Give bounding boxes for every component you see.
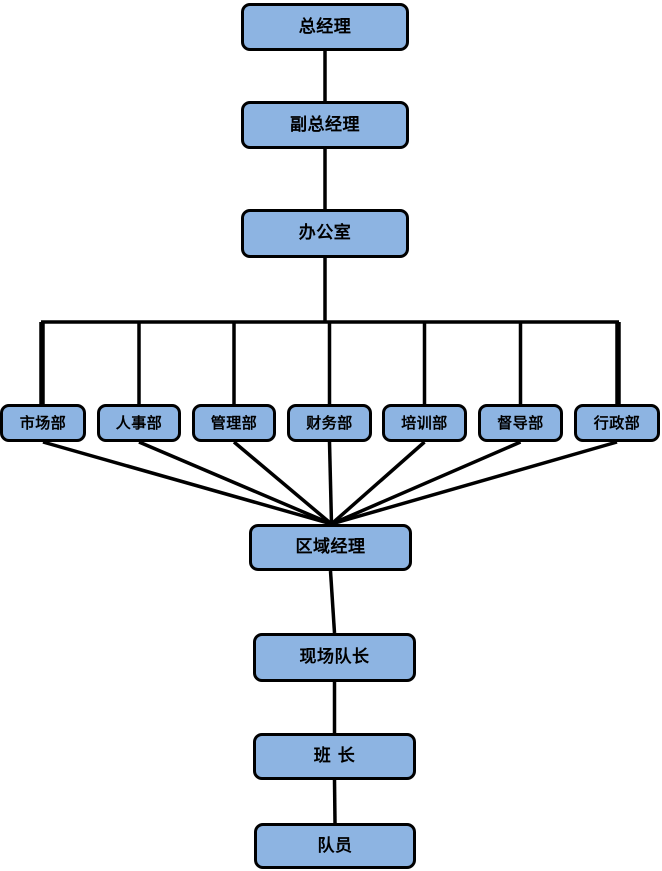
- node-site-captain[interactable]: 现场队长: [253, 633, 416, 682]
- node-hr-dept[interactable]: 人事部: [97, 404, 181, 442]
- node-supervision-dept[interactable]: 督导部: [478, 404, 563, 442]
- node-label-general-manager: 总经理: [298, 16, 352, 37]
- node-label-finance-dept: 财务部: [306, 413, 353, 432]
- node-label-deputy-general-manager: 副总经理: [290, 114, 360, 135]
- edge-regional-to-captain: [328, 570, 337, 634]
- node-label-supervision-dept: 督导部: [497, 413, 544, 432]
- edge-squad-to-member: [332, 779, 337, 824]
- node-administration-dept[interactable]: 行政部: [574, 404, 660, 442]
- node-label-office: 办公室: [298, 223, 352, 243]
- node-squad-leader[interactable]: 班 长: [253, 733, 416, 780]
- edge-administration-to-regional: [331, 440, 618, 526]
- node-office[interactable]: 办公室: [241, 209, 409, 258]
- edge-marketing-to-regional: [42, 440, 332, 526]
- edge-management-to-regional: [232, 440, 333, 526]
- node-label-team-member: 队员: [317, 835, 353, 856]
- node-training-dept[interactable]: 培训部: [382, 404, 467, 442]
- node-label-training-dept: 培训部: [401, 413, 448, 432]
- node-label-hr-dept: 人事部: [115, 413, 163, 432]
- node-finance-dept[interactable]: 财务部: [287, 404, 372, 442]
- node-label-management-dept: 管理部: [210, 413, 258, 432]
- node-label-squad-leader: 班 长: [313, 746, 356, 766]
- node-team-member[interactable]: 队员: [254, 823, 416, 869]
- node-label-regional-manager: 区域经理: [295, 537, 366, 557]
- edge-finance-to-regional: [327, 441, 334, 525]
- node-marketing-dept[interactable]: 市场部: [0, 404, 86, 442]
- node-deputy-general-manager[interactable]: 副总经理: [241, 101, 409, 149]
- node-management-dept[interactable]: 管理部: [192, 404, 276, 442]
- edge-training-to-regional: [330, 440, 426, 526]
- node-label-marketing-dept: 市场部: [19, 413, 67, 432]
- edge-hr-to-regional: [138, 440, 333, 526]
- node-label-site-captain: 现场队长: [299, 647, 370, 667]
- node-regional-manager[interactable]: 区域经理: [249, 524, 412, 571]
- node-general-manager[interactable]: 总经理: [241, 3, 409, 51]
- node-label-administration-dept: 行政部: [593, 413, 641, 432]
- edge-supervision-to-regional: [330, 440, 522, 526]
